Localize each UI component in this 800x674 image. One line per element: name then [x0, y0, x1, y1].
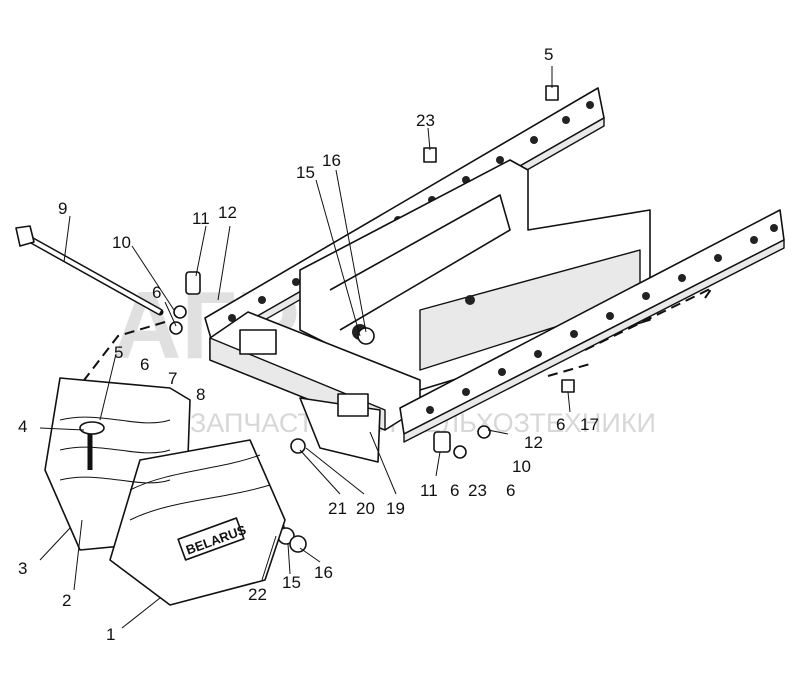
callout-6-left-top: 6	[152, 283, 161, 302]
callout-19: 19	[386, 499, 405, 518]
callout-6-bottom-a: 6	[450, 481, 459, 500]
callout-20: 20	[356, 499, 375, 518]
callout-15-top: 15	[296, 163, 315, 182]
callouts: 5 23 16 15 9 11 12 10 6 5 6 7 8 4 3 2 1 …	[18, 45, 599, 644]
nut-left	[169, 321, 183, 335]
callout-23-top: 23	[416, 111, 435, 130]
bolt-top-right	[545, 85, 559, 101]
callout-16-bottom: 16	[314, 563, 333, 582]
callout-8: 8	[196, 385, 205, 404]
callout-9: 9	[58, 199, 67, 218]
callout-21: 21	[328, 499, 347, 518]
callout-22: 22	[248, 585, 267, 604]
callout-7: 7	[168, 369, 177, 388]
nut-center-16	[357, 327, 375, 345]
callout-4: 4	[18, 417, 27, 436]
side-rail-front	[399, 209, 785, 443]
weight-pin	[79, 421, 105, 470]
spacer-bushing	[185, 271, 201, 295]
front-weight-bracket	[209, 311, 421, 463]
washer-right	[477, 425, 491, 439]
hardware	[169, 85, 575, 553]
callout-17: 17	[580, 415, 599, 434]
callout-6-right: 6	[556, 415, 565, 434]
callout-2: 2	[62, 591, 71, 610]
callout-10-left: 10	[112, 233, 131, 252]
callout-10-right: 10	[512, 457, 531, 476]
callout-5-left: 5	[114, 343, 123, 362]
callout-16-top: 16	[322, 151, 341, 170]
callout-12-left: 12	[218, 203, 237, 222]
nut-right	[453, 445, 467, 459]
callout-11-right: 11	[420, 481, 438, 500]
callout-6-bottom-b: 6	[506, 481, 515, 500]
callout-5-top: 5	[544, 45, 553, 64]
nut-16	[289, 535, 307, 553]
leader-lines	[39, 66, 571, 629]
callout-1: 1	[106, 625, 115, 644]
callout-3: 3	[18, 559, 27, 578]
callout-23-bottom: 23	[468, 481, 487, 500]
rail-holes-front	[426, 224, 778, 414]
callout-11-left: 11	[192, 209, 210, 228]
long-bolt	[15, 225, 164, 316]
callout-15-bottom: 15	[282, 573, 301, 592]
bushing-right	[433, 431, 451, 453]
callout-6-left-mid: 6	[140, 355, 149, 374]
bolt-right-17	[561, 379, 575, 393]
bolt-top-mid	[423, 147, 437, 163]
nut-bottom-21	[290, 438, 306, 454]
counterweight-stack: BELARUS	[44, 377, 286, 606]
callout-12-right: 12	[524, 433, 543, 452]
washer-left	[173, 305, 187, 319]
